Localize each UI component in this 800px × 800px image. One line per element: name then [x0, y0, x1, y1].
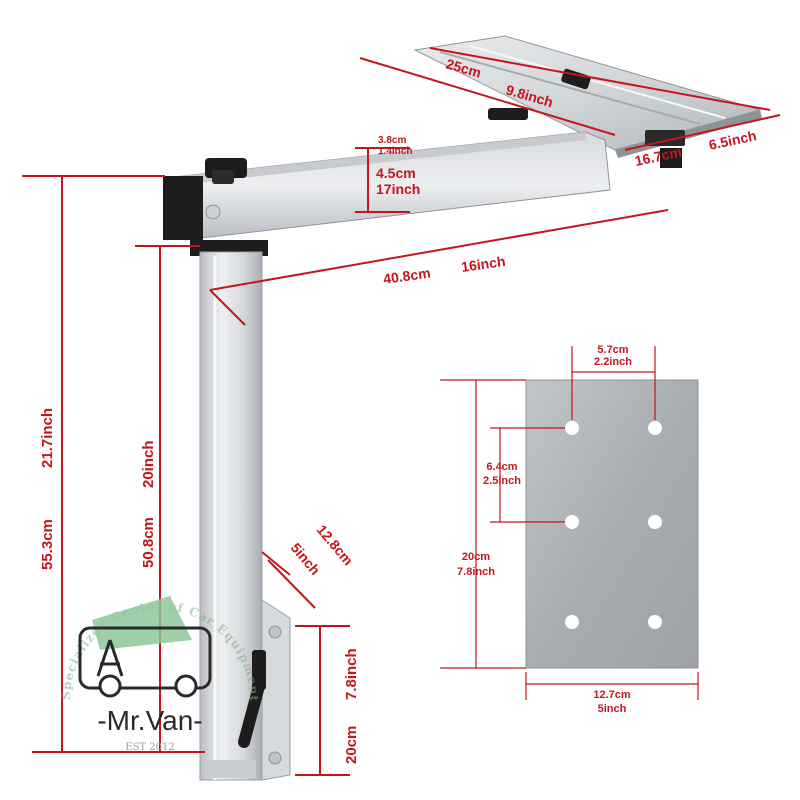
watermark-est: EST 2012: [125, 742, 174, 753]
arm-height-in-label: 1.4inch: [378, 146, 412, 157]
plate-width-in: 5inch: [598, 703, 627, 715]
total-height-cm-label: 55.3cm: [39, 519, 56, 570]
plate-height-cm: 20cm: [462, 551, 490, 563]
clamp-bracket: [238, 599, 291, 781]
clamp-offset-cm-label: 12.8cm: [314, 522, 357, 569]
arm-height-cm-label: 3.8cm: [378, 135, 406, 146]
plate-hole: [648, 515, 662, 529]
bracket-height-cm-label: 20cm: [343, 726, 360, 764]
plate-hole: [565, 615, 579, 629]
plate-hole-spacing-v-in: 2.5inch: [483, 475, 521, 487]
arm-depth-cm-label: 4.5cm: [376, 165, 416, 181]
horizontal-arm: [163, 131, 611, 241]
bracket-height-in-label: 7.8inch: [343, 648, 360, 700]
clamp-offset-in-label: 5inch: [288, 540, 324, 578]
plate-height-in: 7.8inch: [457, 566, 495, 578]
arm-length-in-label: 16inch: [460, 253, 506, 275]
vertical-post: [190, 240, 268, 781]
plate-hole: [565, 421, 579, 435]
post-height-cm-label: 50.8cm: [140, 517, 157, 568]
plate-hole: [648, 421, 662, 435]
plate-hole-spacing-h-in: 2.2inch: [594, 356, 632, 368]
table-leg: [163, 35, 762, 781]
plate-hole: [648, 615, 662, 629]
plate-hole-spacing-v-cm: 6.4cm: [486, 461, 517, 473]
mounting-plate: [525, 379, 699, 669]
dimension-lines: [22, 47, 781, 776]
plate-width-cm: 12.7cm: [593, 689, 631, 701]
post-height-in-label: 20inch: [140, 440, 157, 488]
plate-hole: [565, 515, 579, 529]
arm-length-cm-label: 40.8cm: [382, 265, 431, 287]
arm-depth-in-label: 17inch: [376, 181, 420, 197]
top-width-in-label: 6.5inch: [707, 127, 758, 153]
total-height-in-label: 21.7inch: [39, 408, 56, 468]
plate-hole-spacing-h-cm: 5.7cm: [597, 344, 628, 356]
watermark-brand: -Mr.Van-: [97, 705, 202, 736]
